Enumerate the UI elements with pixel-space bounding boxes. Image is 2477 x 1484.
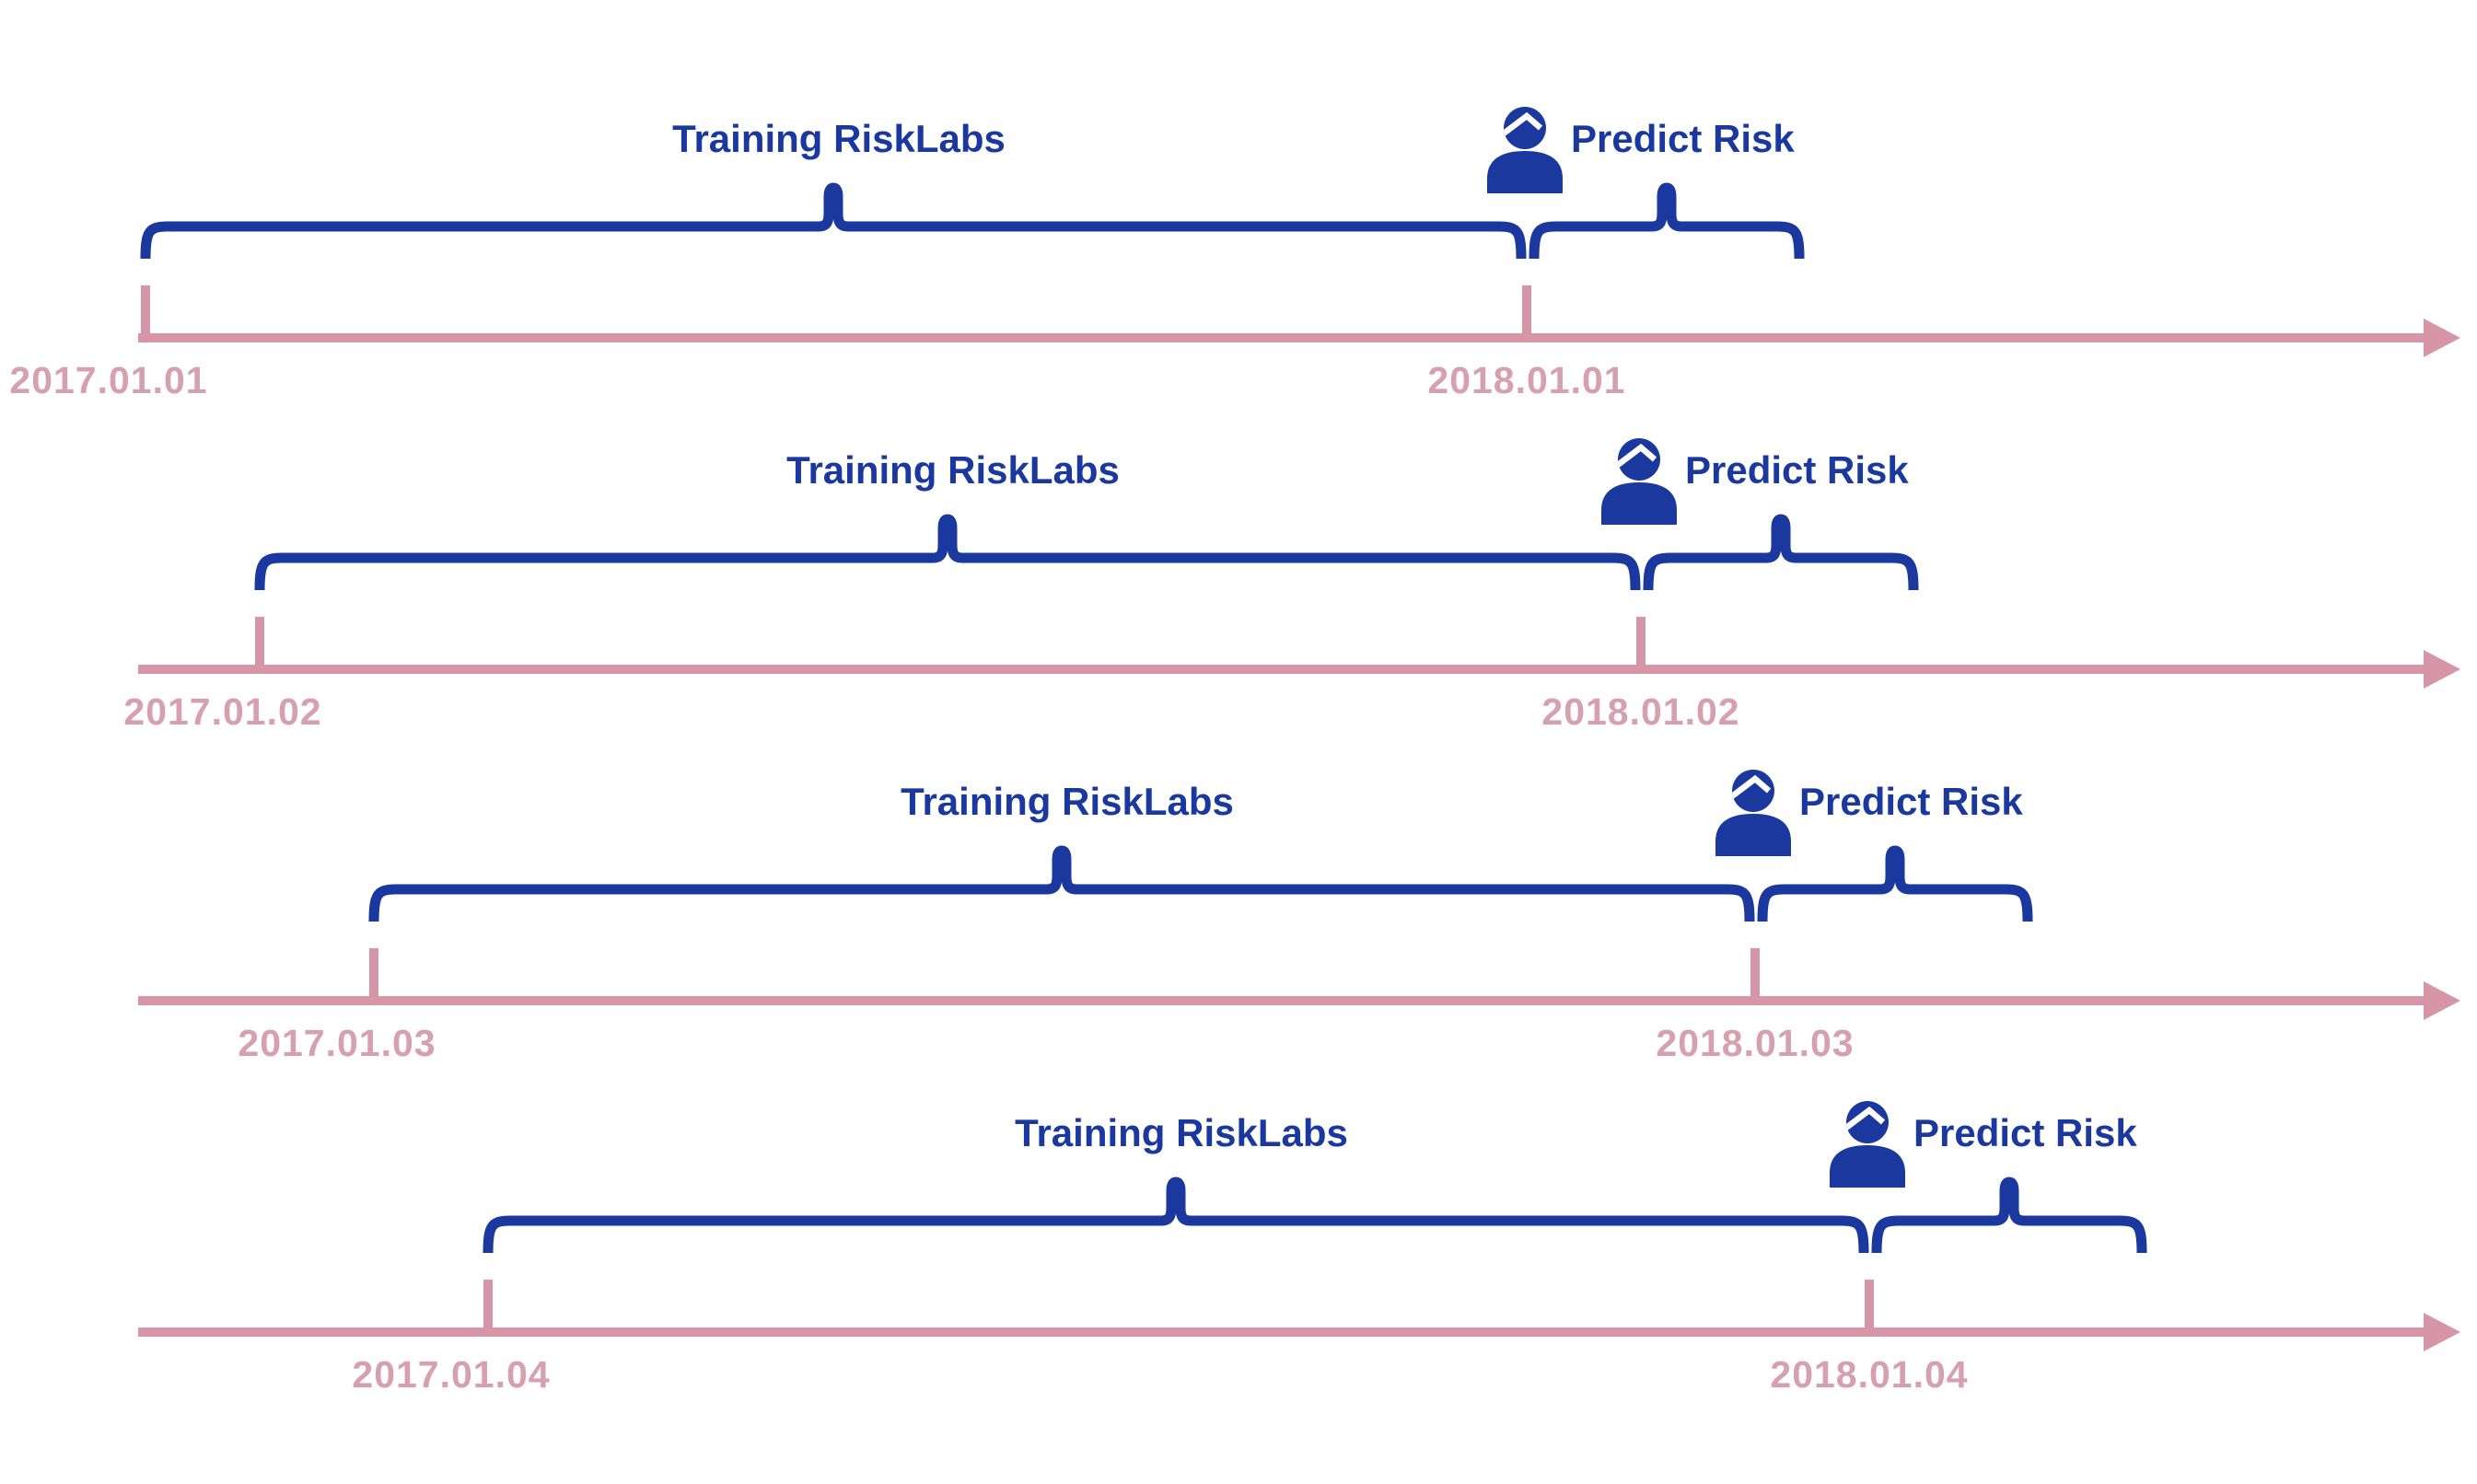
predict-brace [1529,182,1805,260]
predict-date-tick [1865,1280,1874,1337]
predict-brace [1643,514,1919,591]
person-torso [1601,482,1677,525]
person-hair-swoosh [1618,443,1657,470]
person-icon [1715,770,1791,856]
training-label: Training RiskLabs [672,117,1006,160]
predict-date-tick [1522,285,1531,342]
predict-brace-path [1871,1177,2147,1254]
start-date-label: 2017.01.04 [352,1353,551,1396]
person-hair-swoosh [1504,111,1543,139]
timeline-line [138,1327,2427,1337]
predict-date-tick [1636,617,1646,674]
start-date-tick [141,285,150,342]
timeline-line [138,333,2427,342]
training-brace [140,182,1527,260]
person-torso [1715,814,1791,856]
predict-label: Predict Risk [1913,1111,2137,1154]
training-label: Training RiskLabs [1015,1111,1348,1154]
training-brace-path [140,182,1527,260]
predict-date-tick [1750,948,1760,1005]
person-head [1618,438,1660,481]
predict-date-label: 2018.01.01 [1427,359,1626,401]
predict-brace-path [1643,514,1919,591]
person-icon [1830,1101,1905,1188]
predict-date-label: 2018.01.04 [1770,1353,1969,1396]
start-date-tick [255,617,264,674]
person-head [1732,770,1774,812]
start-date-label: 2017.01.01 [9,359,208,401]
timeline-arrowhead-icon [2424,650,2460,689]
person-hair-swoosh [1732,774,1772,802]
person-hair-swoosh [1846,1106,1886,1133]
training-brace [368,845,1755,922]
person-head [1846,1101,1889,1143]
person-torso [1487,151,1563,193]
predict-date-label: 2018.01.03 [1656,1022,1855,1064]
timeline-arrowhead-icon [2424,981,2460,1020]
start-date-tick [483,1280,493,1337]
person-head [1504,107,1546,149]
predict-date-label: 2018.01.02 [1541,690,1740,733]
timeline-arrowhead-icon [2424,1313,2460,1351]
person-torso [1830,1145,1905,1188]
training-brace [254,514,1641,591]
start-date-label: 2017.01.02 [123,690,322,733]
person-icon [1487,107,1563,193]
training-brace-path [254,514,1641,591]
start-date-label: 2017.01.03 [238,1022,436,1064]
person-icon [1601,438,1677,525]
predict-brace [1871,1177,2147,1254]
timeline-line [138,996,2427,1005]
predict-brace-path [1529,182,1805,260]
training-label: Training RiskLabs [901,780,1234,823]
timeline-arrowhead-icon [2424,319,2460,357]
timeline-line [138,665,2427,674]
predict-label: Predict Risk [1571,117,1795,160]
training-brace-path [483,1177,1869,1254]
predict-label: Predict Risk [1799,780,2023,823]
training-label: Training RiskLabs [786,448,1120,492]
predict-brace [1757,845,2033,922]
predict-label: Predict Risk [1685,448,1909,492]
training-brace [483,1177,1869,1254]
start-date-tick [369,948,378,1005]
predict-brace-path [1757,845,2033,922]
training-brace-path [368,845,1755,922]
